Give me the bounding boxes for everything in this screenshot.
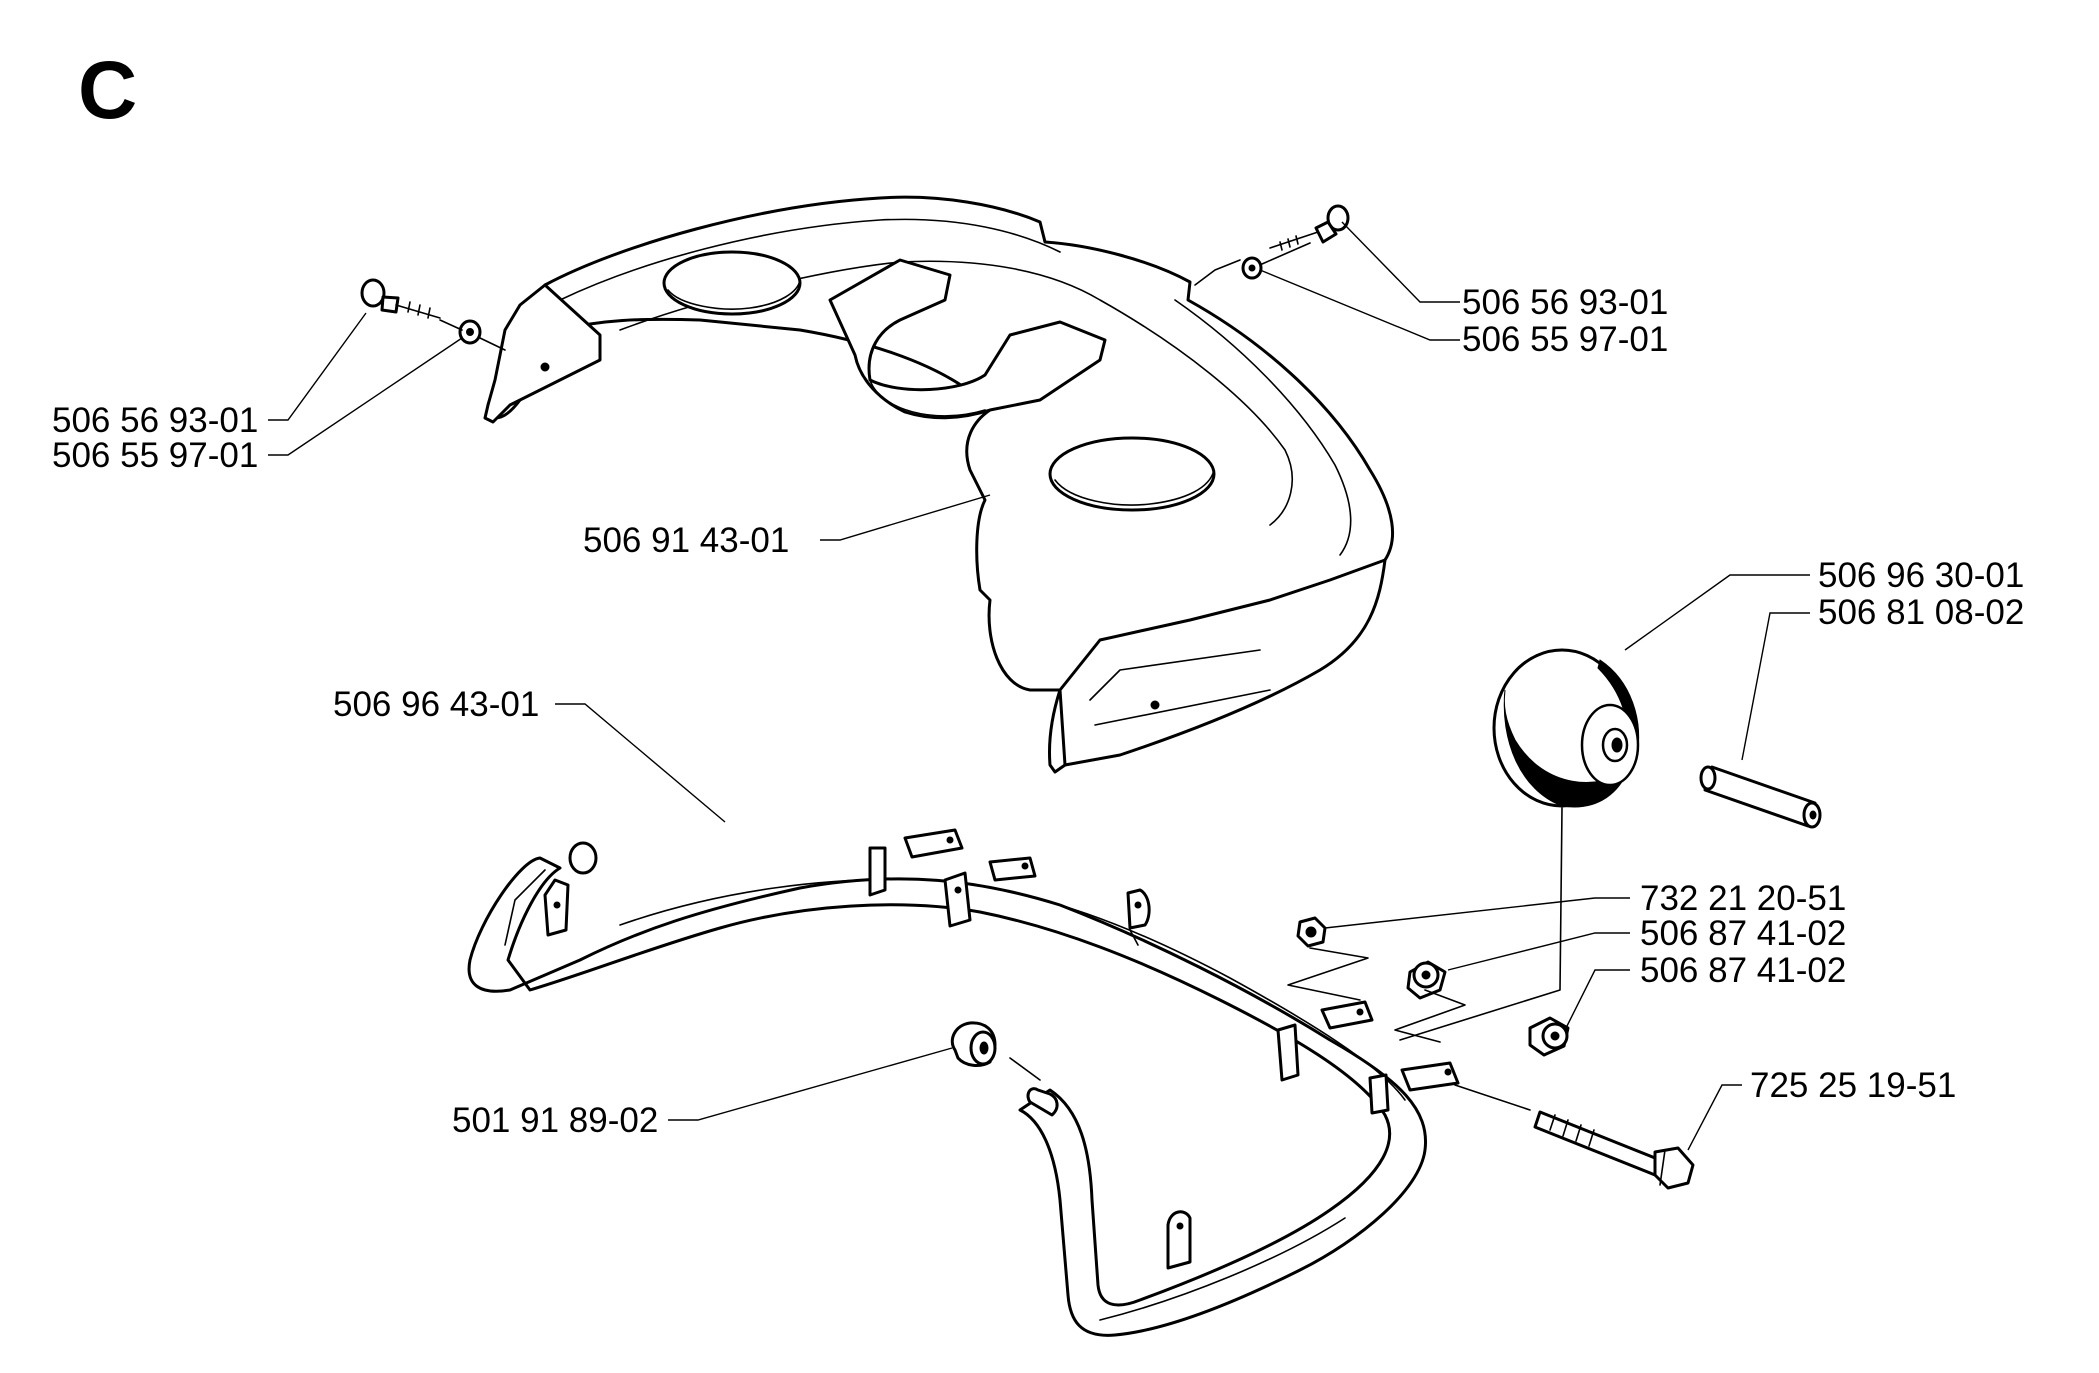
screw-left[interactable] (360, 278, 441, 319)
label-axle: 506 81 08-02 (1818, 593, 2024, 632)
skirt-hole (1150, 700, 1160, 710)
assembly-guides (439, 242, 1563, 1111)
label-wheel: 506 96 30-01 (1818, 556, 2024, 595)
spacer-upper[interactable] (1406, 960, 1447, 1000)
label-spacer-upper: 506 87 41-02 (1640, 914, 1846, 953)
wheel[interactable] (1492, 648, 1640, 808)
bolt[interactable] (1533, 1110, 1695, 1190)
section-letter: C (78, 45, 137, 136)
washer-right[interactable] (1241, 256, 1263, 280)
leader-lines (268, 221, 1810, 1151)
label-bolt: 725 25 19-51 (1750, 1066, 1956, 1105)
axle[interactable] (1699, 765, 1822, 829)
label-nut: 732 21 20-51 (1640, 879, 1846, 918)
deck-cover[interactable] (483, 195, 1395, 774)
label-washer-left: 506 55 97-01 (52, 436, 258, 475)
washer-left[interactable] (458, 319, 482, 345)
label-bushing: 501 91 89-02 (452, 1101, 658, 1140)
label-deck-cover: 506 91 43-01 (583, 521, 789, 560)
flange-hole-left (540, 362, 550, 372)
nut[interactable] (1296, 916, 1327, 948)
screw-right[interactable] (1269, 204, 1350, 251)
label-washer-right: 506 55 97-01 (1462, 320, 1668, 359)
label-screw-left: 506 56 93-01 (52, 401, 258, 440)
bumper-frame[interactable] (467, 828, 1460, 1337)
spacer-lower[interactable] (1528, 1016, 1570, 1057)
label-spacer-lower: 506 87 41-02 (1640, 951, 1846, 990)
label-screw-right: 506 56 93-01 (1462, 283, 1668, 322)
bushing[interactable] (950, 1021, 997, 1067)
label-bumper-frame: 506 96 43-01 (333, 685, 539, 724)
